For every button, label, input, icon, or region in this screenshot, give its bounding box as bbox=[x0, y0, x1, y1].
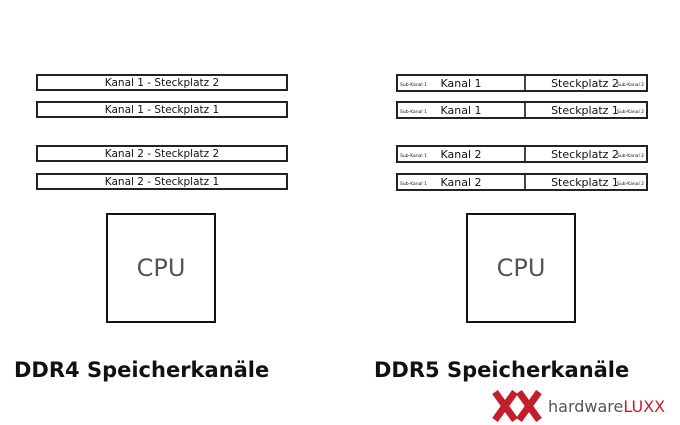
ddr4-cpu: CPU bbox=[106, 213, 216, 323]
sub-channel-label: Sub-Kanal 2 bbox=[617, 154, 644, 159]
ddr5-channel: Kanal 1 bbox=[398, 103, 526, 117]
sub-channel-label: Sub-Kanal 1 bbox=[400, 83, 427, 88]
sub-channel-label: Sub-Kanal 2 bbox=[617, 110, 644, 115]
ddr5-channel: Kanal 2 bbox=[398, 175, 526, 189]
logo-wordmark: hardwareLUXX bbox=[548, 397, 665, 416]
ddr5-slot-number: Steckplatz 2 bbox=[551, 76, 619, 90]
ddr5-caption: DDR5 Speicherkanäle bbox=[374, 358, 630, 382]
sub-channel-label: Sub-Kanal 2 bbox=[617, 83, 644, 88]
ddr4-caption: DDR4 Speicherkanäle bbox=[14, 358, 270, 382]
logo-text-accent: LUXX bbox=[623, 396, 666, 416]
ddr5-cpu: CPU bbox=[466, 213, 576, 323]
ddr5-slot: Kanal 2 Steckplatz 2 Sub-Kanal 1 Sub-Kan… bbox=[396, 145, 648, 163]
ddr5-slot: Kanal 2 Steckplatz 1 Sub-Kanal 1 Sub-Kan… bbox=[396, 173, 648, 191]
ddr5-slot-number: Steckplatz 1 bbox=[551, 103, 619, 117]
sub-channel-label: Sub-Kanal 1 bbox=[400, 110, 427, 115]
xx-logo-icon bbox=[492, 390, 542, 422]
sub-channel-label: Sub-Kanal 1 bbox=[400, 182, 427, 187]
ddr5-channel: Kanal 1 bbox=[398, 76, 526, 90]
ddr4-slot: Kanal 1 - Steckplatz 2 bbox=[36, 74, 288, 91]
sub-channel-label: Sub-Kanal 2 bbox=[617, 182, 644, 187]
ddr5-channel: Kanal 2 bbox=[398, 147, 526, 161]
ddr4-slot: Kanal 2 - Steckplatz 1 bbox=[36, 173, 288, 190]
ddr5-slot: Kanal 1 Steckplatz 1 Sub-Kanal 1 Sub-Kan… bbox=[396, 101, 648, 119]
sub-channel-label: Sub-Kanal 1 bbox=[400, 154, 427, 159]
ddr5-slot-number: Steckplatz 2 bbox=[551, 147, 619, 161]
ddr4-slot: Kanal 2 - Steckplatz 2 bbox=[36, 145, 288, 162]
ddr4-slot: Kanal 1 - Steckplatz 1 bbox=[36, 101, 288, 118]
ddr5-slot: Kanal 1 Steckplatz 2 Sub-Kanal 1 Sub-Kan… bbox=[396, 74, 648, 92]
hardwareluxx-logo: hardwareLUXX bbox=[492, 390, 665, 422]
logo-text-main: hardware bbox=[548, 396, 624, 416]
ddr5-slot-number: Steckplatz 1 bbox=[551, 175, 619, 189]
